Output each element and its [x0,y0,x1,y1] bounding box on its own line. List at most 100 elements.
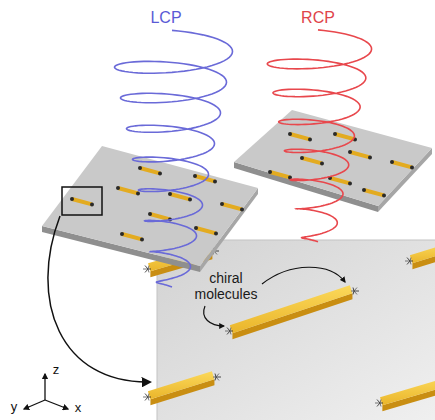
molecule-bond [354,288,357,291]
molecule-end [140,237,144,241]
molecule-end [268,170,272,174]
molecule-end [390,160,394,164]
molecule-end [348,181,352,185]
nanorod-body [330,178,350,183]
molecule-end [138,166,142,170]
nanorod-body [72,199,92,204]
nanorod-body [290,134,310,139]
molecule-end [90,202,94,206]
nanorod-body [350,152,370,157]
nanorod [300,156,324,165]
molecule-bond [353,291,354,294]
nanorod-body [150,214,170,219]
molecule-bond [227,331,230,334]
molecule-end [188,197,192,201]
nanorod-top [410,243,435,263]
molecule-bond [407,261,410,264]
molecule-bond [230,328,231,331]
molecule-end [382,193,386,197]
axis-z [44,374,45,400]
nanorod [138,166,162,175]
nanorod [116,186,140,195]
nanorod-body [222,204,242,209]
nanorod [168,192,192,201]
nanorod [348,150,372,159]
molecule-end [368,155,372,159]
molecule-end [308,137,312,141]
nanorod-body [196,228,216,233]
nanorod [70,197,94,206]
molecule-end [410,165,414,169]
zoom-box [62,187,102,215]
molecule-bond [215,377,216,380]
molecule-bond [230,331,231,334]
nanorod [194,226,218,235]
lcp-helix [115,30,233,287]
molecule-end [70,197,74,201]
nanorod [405,243,435,269]
molecule-bond [215,374,216,377]
molecule-end [213,179,217,183]
nanorod [193,174,217,183]
plate-rods [70,132,414,241]
nanorod-body [335,134,355,139]
molecule-bond [148,394,149,397]
substrate-plate [42,146,258,266]
molecule-bond [216,374,219,377]
nanorod [120,232,144,241]
molecule-end [333,132,337,136]
molecule-bond [410,258,411,261]
nanorod [220,202,244,211]
nanorod-body [122,234,142,239]
pointer-arrow [204,306,224,326]
molecule-bond [354,291,357,294]
molecule-end [136,191,140,195]
molecule-end [348,150,352,154]
nanorod [268,170,292,179]
molecule-bond [353,288,354,291]
axis-label: z [53,363,60,378]
molecule-bond [377,403,380,406]
annotation-label: chiral molecules [187,270,265,302]
nanorod [362,188,386,197]
molecule-end [120,232,124,236]
molecule-bond [407,258,410,261]
nanorod-body [270,172,290,177]
molecule-bond [145,394,148,397]
molecule-bond [145,397,148,400]
molecule-end [320,161,324,165]
molecule-bond [148,269,149,272]
polarization-label: RCP [301,9,335,27]
molecule-bond [377,400,380,403]
molecule-bond [380,403,381,406]
nanorod-body [118,188,138,193]
molecule-end [148,212,152,216]
axis-label: x [75,401,82,416]
nanorod-body [302,158,322,163]
nanorod-body [140,168,160,173]
nanorod-body [392,162,412,167]
molecule-bond [148,397,149,400]
substrate-plate [234,110,432,206]
axis-label: y [11,400,18,415]
nanorod-body [364,190,384,195]
molecule-end [116,186,120,190]
nanorod [390,160,414,169]
molecule-bond [216,377,219,380]
molecule-end [168,192,172,196]
molecule-bond [410,261,411,264]
molecule-end [194,226,198,230]
molecule-end [362,188,366,192]
molecule-end [220,202,224,206]
nanorod-top [380,377,435,405]
molecule-end [240,207,244,211]
nanorod-top [148,371,215,399]
axis-x [45,400,68,409]
nanorod [143,371,221,405]
molecule-end [193,174,197,178]
molecule-end [300,156,304,160]
molecule-bond [145,269,148,272]
molecule-bond [145,266,148,269]
rcp-helix [267,30,371,242]
